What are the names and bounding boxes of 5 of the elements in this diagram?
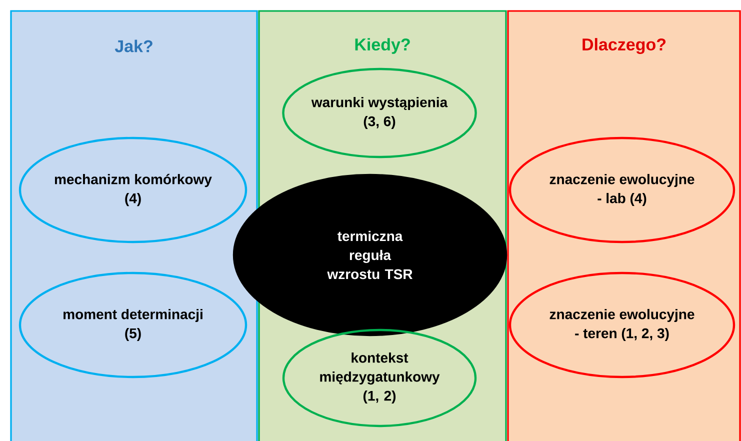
column-panel: [507, 10, 741, 441]
column-heading: Dlaczego?: [582, 38, 666, 54]
column-heading: Jak?: [114, 40, 152, 52]
column-heading: Kiedy?: [355, 38, 410, 54]
column-panel: [10, 10, 258, 441]
